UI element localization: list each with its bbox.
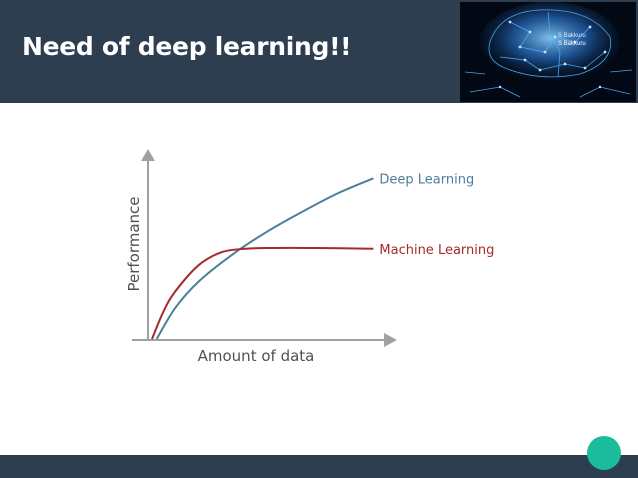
- series-line-deep-learning: [155, 177, 374, 340]
- brain-circuit-image: S Bakkuru S Bakkuru: [460, 2, 636, 102]
- y-axis-label: Performance: [125, 196, 143, 291]
- footer-bar: [0, 455, 638, 478]
- performance-chart: Amount of data Performance Deep Learning…: [125, 149, 494, 365]
- circle-button[interactable]: [587, 436, 621, 470]
- series-label-machine-learning: Machine Learning: [379, 243, 494, 258]
- slide-title: Need of deep learning!!: [22, 32, 352, 61]
- series-line-machine-learning: [151, 246, 374, 340]
- x-axis-arrowhead: [384, 333, 397, 347]
- y-axis-arrowhead: [141, 149, 155, 161]
- series-label-deep-learning: Deep Learning: [379, 172, 474, 187]
- header-bar: Need of deep learning!!: [0, 0, 638, 103]
- brain-caption-1: S Bakkuru: [558, 33, 586, 39]
- x-axis-label: Amount of data: [198, 347, 315, 365]
- brain-caption-2: S Bakkuru: [558, 41, 586, 47]
